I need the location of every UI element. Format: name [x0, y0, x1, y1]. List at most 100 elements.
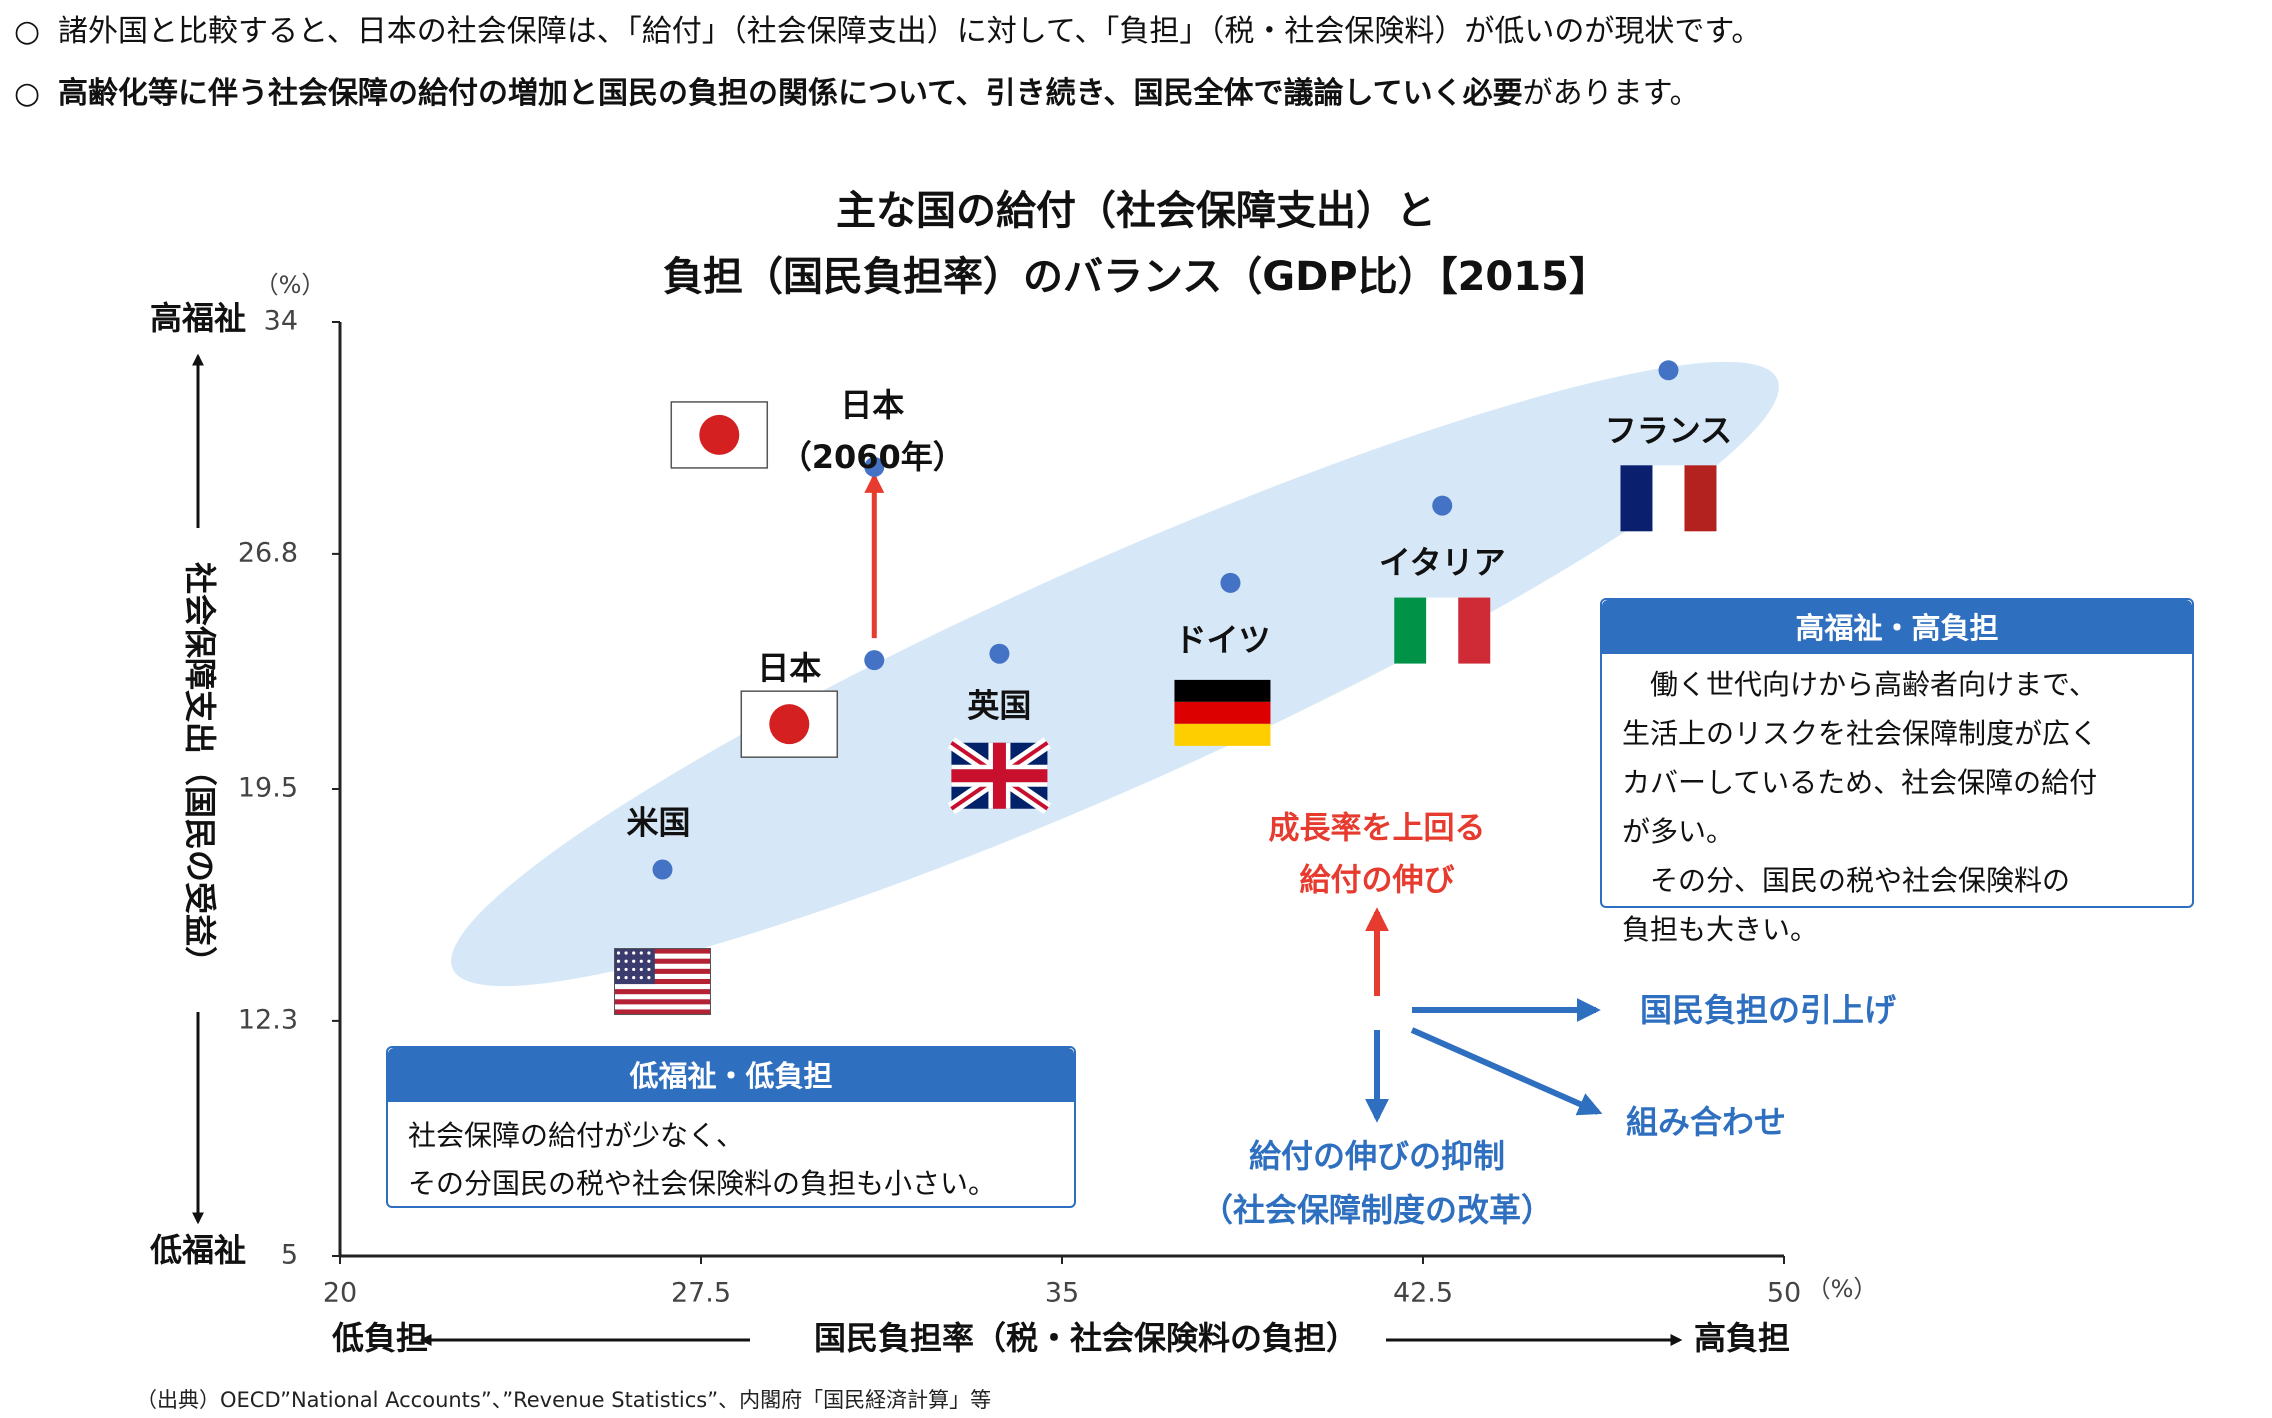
- flag-stripe: [614, 973, 711, 980]
- raise-burden-label: 国民負担の引上げ: [1640, 991, 1896, 1029]
- chart-title-line-1: 主な国の給付（社会保障支出）と: [836, 188, 1436, 234]
- data-label: （2060年）: [780, 438, 965, 476]
- flag-jp-icon: [670, 401, 769, 469]
- flag-star: [624, 959, 628, 963]
- x-tick-label: 20: [323, 1278, 357, 1309]
- flag-it-icon: [1394, 597, 1491, 664]
- flag-star: [616, 951, 621, 955]
- flag-band: [1652, 465, 1685, 532]
- data-label: ドイツ: [1174, 621, 1270, 659]
- flag-stripe: [614, 968, 711, 975]
- flag-us-icon: [613, 948, 711, 1016]
- box-line: 社会保障の給付が少なく、: [408, 1119, 745, 1152]
- x-tick-label: 35: [1045, 1278, 1079, 1309]
- flag-star: [632, 976, 636, 980]
- low-welfare-box-body: 社会保障の給付が少なく、 その分国民の税や社会保険料の負担も小さい。: [388, 1102, 1074, 1218]
- y-axis-title: 社会保障支出（国民の受益）: [181, 562, 219, 978]
- high-welfare-box-body: 働く世代向けから高齢者向けまで、 生活上のリスクを社会保障制度が広く カバーして…: [1602, 654, 2192, 964]
- low-welfare-box: 低福祉・低負担 社会保障の給付が少なく、 その分国民の税や社会保険料の負担も小さ…: [386, 1046, 1076, 1208]
- flag-band: [1394, 597, 1427, 664]
- box-line: が多い。: [1622, 815, 1735, 848]
- x-axis-title: 国民負担率（税・社会保険料の負担）: [814, 1319, 1358, 1357]
- restrain-label: （社会保障制度の改革）: [1201, 1191, 1553, 1229]
- data-label: 英国: [967, 687, 1031, 725]
- flag-stripe: [614, 953, 711, 960]
- flag-star: [624, 976, 628, 980]
- flag-star: [647, 976, 651, 980]
- flag-stripe: [614, 958, 711, 965]
- data-point: [1432, 495, 1453, 516]
- flag-stripe: [614, 994, 711, 1000]
- y-top-label: 高福祉: [150, 299, 246, 337]
- flag-sun: [769, 704, 810, 745]
- bullet-line-1: ○ 諸外国と比較すると、日本の社会保障は、「給付」（社会保障支出）に対して、「負担…: [14, 12, 1761, 52]
- data-label: 米国: [626, 804, 690, 842]
- flag-star: [632, 967, 636, 972]
- flag-star: [616, 959, 621, 963]
- y-unit-label: （%）: [255, 271, 326, 299]
- flag-star: [624, 951, 628, 955]
- flag-star: [616, 967, 621, 972]
- flag-stripe: [614, 1004, 711, 1010]
- y-tick-label: 19.5: [238, 773, 298, 804]
- flag-star: [632, 951, 636, 955]
- flag-star: [647, 951, 651, 955]
- flag-star: [639, 976, 643, 980]
- box-line: カバーしているため、社会保障の給付: [1622, 766, 2098, 799]
- flag-band: [1684, 465, 1717, 532]
- x-left-label: 低負担: [332, 1319, 428, 1357]
- flag-band: [1458, 597, 1491, 664]
- flag-stripe: [614, 963, 711, 970]
- data-point: [1220, 572, 1241, 593]
- flag-star: [632, 959, 636, 963]
- flag-star: [647, 959, 651, 963]
- flag-band: [1174, 701, 1271, 724]
- data-point: [989, 643, 1010, 664]
- data-point: [652, 859, 673, 880]
- bullet-text: があります。: [1522, 76, 1700, 111]
- data-label: 日本: [757, 649, 821, 687]
- x-unit-label: （%）: [1807, 1275, 1878, 1303]
- flag-uk-icon: [947, 737, 1052, 815]
- flag-border: [613, 948, 711, 1016]
- flag-star: [639, 967, 643, 972]
- flag-stripe: [614, 978, 711, 985]
- high-welfare-box: 高福祉・高負担 働く世代向けから高齢者向けまで、 生活上のリスクを社会保障制度が…: [1600, 598, 2194, 946]
- x-tick-label: 27.5: [671, 1278, 731, 1309]
- growth-label: 成長率を上回る: [1269, 811, 1486, 847]
- flag-star: [616, 976, 621, 980]
- flag-star: [639, 951, 643, 955]
- x-tick-label: 42.5: [1393, 1278, 1453, 1309]
- box-line: 生活上のリスクを社会保障制度が広く: [1622, 717, 2099, 750]
- box-line: 負担も大きい。: [1622, 913, 1819, 946]
- flag-stripe: [614, 1009, 711, 1016]
- y-tick-label: 26.8: [238, 537, 298, 568]
- high-welfare-box-title: 高福祉・高負担: [1602, 600, 2192, 654]
- box-line: 働く世代向けから高齢者向けまで、: [1622, 668, 2097, 701]
- box-line: その分国民の税や社会保険料の負担も小さい。: [408, 1167, 997, 1200]
- data-point: [1658, 360, 1679, 381]
- flag-band: [1174, 723, 1271, 746]
- data-label: 日本: [840, 386, 904, 424]
- combination-label: 組み合わせ: [1626, 1103, 1786, 1141]
- data-point: [864, 456, 885, 477]
- bullet-bold-text: 高齢化等に伴う社会保障の給付の増加と国民の負担の関係について、引き続き、国民全体…: [58, 76, 1523, 111]
- restrain-label: 給付の伸びの抑制: [1249, 1137, 1505, 1175]
- flag-star: [639, 959, 643, 963]
- flag-stripe: [614, 999, 711, 1005]
- flag-sun: [699, 414, 740, 455]
- bullet-text: 諸外国と比較すると、日本の社会保障は、「給付」（社会保障支出）に対して、「負担」…: [58, 14, 1762, 49]
- chart-title: 主な国の給付（社会保障支出）と 負担（国民負担率）のバランス（GDP比）【201…: [0, 178, 2272, 310]
- flag-star: [624, 967, 628, 972]
- bullet-line-2: ○高齢化等に伴う社会保障の給付の増加と国民の負担の関係について、引き続き、国民全…: [14, 74, 1700, 114]
- bullet-mark: ○: [14, 14, 41, 49]
- low-welfare-box-title: 低福祉・低負担: [388, 1048, 1074, 1102]
- flag-fr-icon: [1620, 465, 1717, 532]
- flag-stripe: [614, 989, 711, 995]
- box-line: その分、国民の税や社会保険料の: [1622, 864, 2071, 897]
- data-label: イタリア: [1379, 544, 1506, 582]
- x-right-label: 高負担: [1694, 1319, 1790, 1357]
- y-tick-label: 5: [281, 1240, 298, 1271]
- flag-stripe: [614, 984, 711, 990]
